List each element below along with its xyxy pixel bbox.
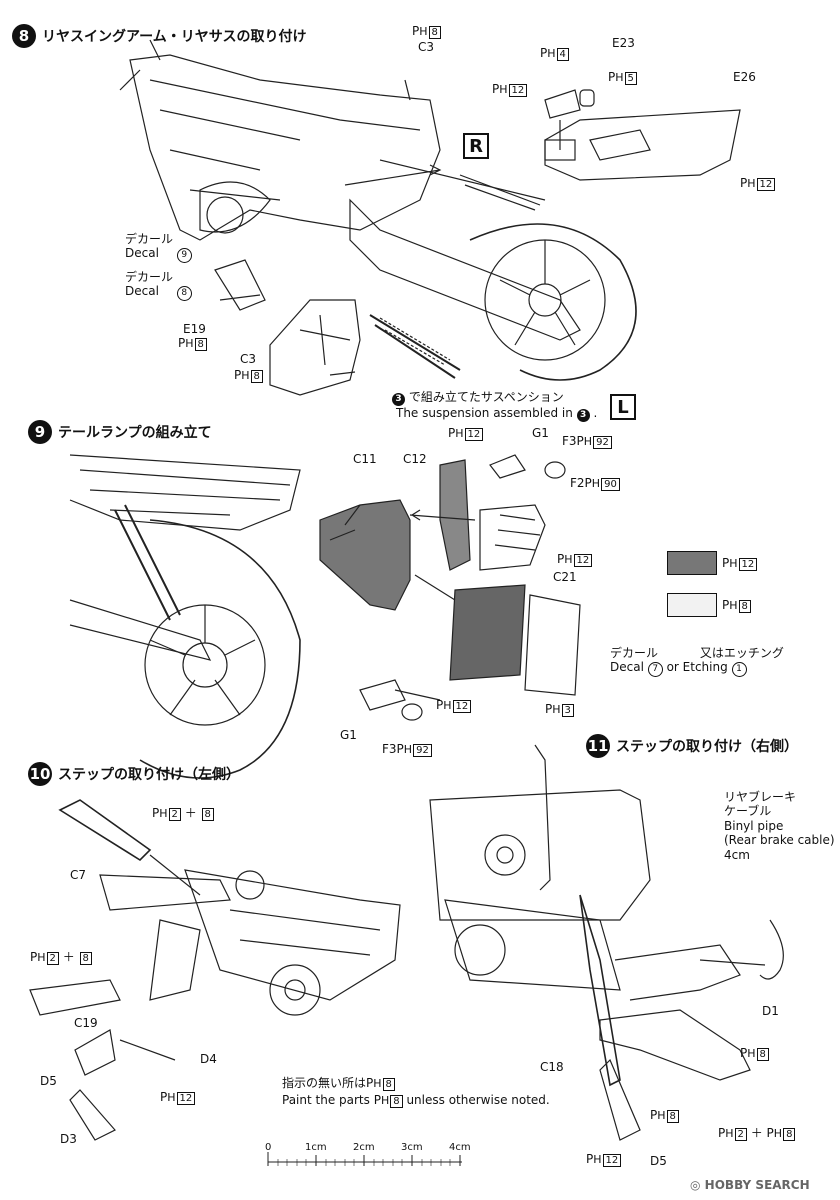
ruler-label-1cm: 1cm (305, 1142, 327, 1153)
part-c3-bottom: C3 (240, 352, 257, 366)
watermark-logo: ◎ HOBBY SEARCH (690, 1178, 810, 1192)
part-g1-top: G1 (532, 426, 549, 440)
part-e26: E26 (733, 70, 756, 84)
step-11-title: 11 ステップの取り付け（右側） (586, 734, 798, 758)
step-10-title: 10 ステップの取り付け（左側） (28, 762, 240, 786)
part-d1: D1 (762, 1004, 779, 1018)
left-side-marker: L (610, 394, 636, 420)
decal-9-label: デカール Decal 9 (125, 232, 192, 264)
legend-dark-swatch (667, 551, 717, 575)
brake-cable-note: リヤブレーキ ケーブル Binyl pipe (Rear brake cable… (724, 790, 835, 862)
step-10-number: 10 (28, 762, 52, 786)
part-e19: E19 (183, 322, 206, 336)
step-9-title-text: テールランプの組み立て (58, 425, 212, 441)
part-c11: C11 (353, 452, 377, 466)
part-d4: D4 (200, 1052, 217, 1066)
part-c21: C21 (553, 570, 577, 584)
part-c19: C19 (74, 1016, 98, 1030)
part-g1-bottom: G1 (340, 728, 357, 742)
ruler-label-3cm: 3cm (401, 1142, 423, 1153)
step-9-title: 9 テールランプの組み立て (28, 420, 212, 444)
part-e23: E23 (612, 36, 635, 50)
suspension-note-en: The suspension assembled in 3 . (396, 406, 598, 422)
step8-drawing (119, 39, 741, 396)
part-d5-left: D5 (40, 1074, 57, 1088)
part-c12: C12 (403, 452, 427, 466)
right-side-marker: R (463, 133, 489, 159)
step-9-number: 9 (28, 420, 52, 444)
suspension-note-jp: 3 で組み立てたサスペンション (392, 390, 564, 406)
part-c7: C7 (70, 868, 87, 882)
step-8-number: 8 (12, 24, 36, 48)
step10-drawing (29, 799, 401, 1141)
step-8-title-text: リヤスイングアーム・リヤサスの取り付け (42, 29, 307, 45)
decal-8-label: デカール Decal 8 (125, 270, 192, 302)
part-c18: C18 (540, 1060, 564, 1074)
step11-drawing (429, 744, 784, 1141)
step-10-title-text: ステップの取り付け（左側） (58, 767, 240, 783)
decal-7-label: デカール 又はエッチング Decal 7 or Etching 1 (610, 646, 784, 678)
part-c3-top: C3 (418, 40, 435, 54)
step-8-title: 8 リヤスイングアーム・リヤサスの取り付け (12, 24, 306, 48)
step9-drawing (69, 454, 581, 779)
ruler-label-2cm: 2cm (353, 1142, 375, 1153)
scale-ruler (267, 1152, 462, 1166)
ruler-label-0: 0 (265, 1142, 272, 1153)
step-11-title-text: ステップの取り付け（右側） (616, 739, 798, 755)
step-11-number: 11 (586, 734, 610, 758)
part-d3: D3 (60, 1132, 77, 1146)
watermark-icon: ◎ (690, 1178, 701, 1192)
part-d5-right: D5 (650, 1154, 667, 1168)
legend-light-swatch (667, 593, 717, 617)
ruler-label-4cm: 4cm (449, 1142, 471, 1153)
